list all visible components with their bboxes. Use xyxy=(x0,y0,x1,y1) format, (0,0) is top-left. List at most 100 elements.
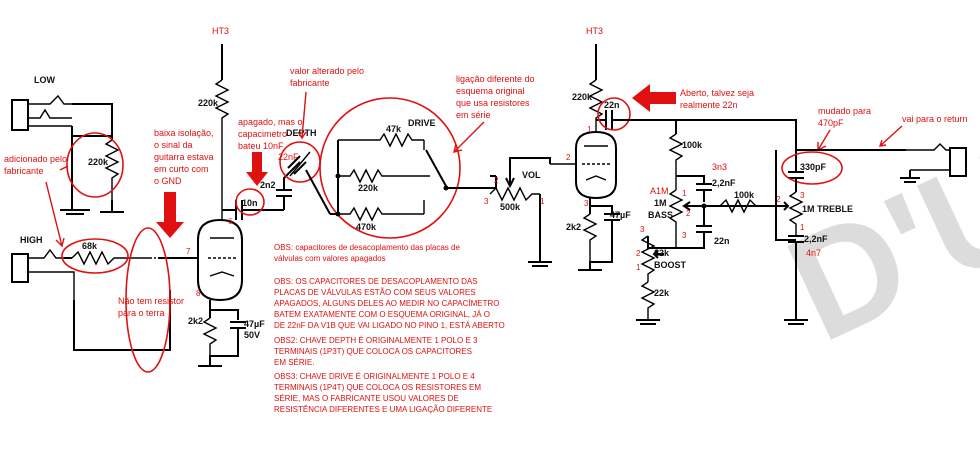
note-low-iso-4: em curto com xyxy=(154,164,209,174)
low-label: LOW xyxy=(34,75,55,85)
highlight-220k xyxy=(66,132,124,198)
note-added-by-maker-2: fabricante xyxy=(4,166,44,176)
ht3-right-label: HT3 xyxy=(586,26,603,36)
bass-pin-3: 3 xyxy=(682,231,687,240)
c-10n-label: 10n xyxy=(242,198,258,208)
drive-switch-icon xyxy=(423,140,449,214)
treble-pin-2: 2 xyxy=(776,195,781,204)
highlight-drive xyxy=(319,97,461,239)
pot-1m-treble-icon xyxy=(780,191,804,236)
highlight-10n xyxy=(235,188,265,216)
r-100k-b-label: 100k xyxy=(734,190,755,200)
highlight-68k xyxy=(61,238,129,274)
resistor-100k-a xyxy=(668,133,684,190)
note-added-by-maker-1: adicionado pelo xyxy=(4,154,67,164)
high-jack-icon xyxy=(11,248,75,300)
big-arrow-down-mid xyxy=(246,152,268,186)
note-obs3-2: TERMINAIS (1P4T) QUE COLOCA OS RESISTORE… xyxy=(274,383,481,392)
r-220k-a-label: 220k xyxy=(198,98,219,108)
note-obs1-2: PLACAS DE VÁLVULAS ESTÃO COM SEUS VALORE… xyxy=(274,288,476,297)
vol-pin-2: 2 xyxy=(494,176,499,185)
treble-pin-1: 1 xyxy=(800,223,805,232)
c-22nf-label: 22nF xyxy=(278,152,299,162)
note-obs2-1: OBS2: CHAVE DEPTH É ORIGINALMENTE 1 POLO… xyxy=(274,336,478,345)
pin-7: 7 xyxy=(186,247,191,256)
resistor-2k2-a xyxy=(202,317,218,356)
pin-6: 6 xyxy=(228,217,233,226)
ht3-left-label: HT3 xyxy=(212,26,229,36)
highlight-330pf xyxy=(781,151,843,185)
r-2k2-a-label: 2k2 xyxy=(188,316,203,326)
big-arrow-down-left xyxy=(156,192,184,238)
depth-label: DEPTH xyxy=(286,128,317,138)
p-1m-bass-label: 1M xyxy=(654,198,667,208)
note-to470-2: 470pF xyxy=(818,118,844,128)
pot-22k-boost-icon xyxy=(640,235,664,282)
note-low-iso-3: guitarra estava xyxy=(154,152,214,162)
resistor-22k xyxy=(640,281,656,320)
pin-3: 3 xyxy=(584,199,589,208)
drive-label: DRIVE xyxy=(408,118,436,128)
note-diff-3: que usa resistores xyxy=(456,98,530,108)
c-47uf-b-label: 47µF xyxy=(610,210,631,220)
tube-v1-icon xyxy=(190,218,243,302)
note-low-iso-5: o GND xyxy=(154,176,182,186)
note-obs0-2: válvulas com valores apagados xyxy=(274,254,386,263)
highlight-gnd-path xyxy=(125,227,171,373)
v1b-section: HT3 220k 22n Aberto, talvez seja realmen… xyxy=(550,26,754,271)
boost-pin-2: 2 xyxy=(636,249,641,258)
note-obs3-3: SÉRIE, MAS O FABRICANTE USOU VALORES DE xyxy=(274,394,459,403)
resistor-220k-b xyxy=(338,168,424,184)
note-erased-2: capacimetro xyxy=(238,129,287,139)
resistor-47k xyxy=(338,132,424,148)
note-diff-4: em série xyxy=(456,110,491,120)
tube-v1b-icon xyxy=(550,130,617,200)
note-obs2-2: TERMINAIS (1P3T) QUE COLOCA OS CAPACITOR… xyxy=(274,347,472,356)
note-diff-2: esquema original xyxy=(456,86,525,96)
note-obs0-1: OBS: capacitores de desacoplamento das p… xyxy=(274,243,460,252)
a1m-label: A1M xyxy=(650,186,669,196)
resistor-68k xyxy=(71,250,150,266)
note-obs1-5: DE 22nF DA V1B QUE VAI LIGADO NO PINO 1,… xyxy=(274,321,505,330)
r-100k-a-label: 100k xyxy=(682,140,703,150)
note-obs3-1: OBS3: CHAVE DRIVE É ORIGINALMENTE 1 POLO… xyxy=(274,372,475,381)
c-2-2nf-b-label: 2,2nF xyxy=(804,234,828,244)
note-erased-1: apagado, mas o xyxy=(238,117,303,127)
pin-2: 2 xyxy=(566,153,571,162)
return-jack-icon xyxy=(906,143,967,177)
note-low-iso-2: o sinal da xyxy=(154,140,193,150)
arrow-to-drive xyxy=(453,121,485,153)
c-47uf-a-label: 47µF xyxy=(244,319,265,329)
note-open-2: realmente 22n xyxy=(680,100,738,110)
note-diff-1: ligação diferente do xyxy=(456,74,535,84)
note-erased-3: bateu 10nF xyxy=(238,141,284,151)
pot-500k-icon xyxy=(489,162,540,202)
c-2n2-label: 2n2 xyxy=(260,180,276,190)
note-obs2-3: EM SÉRIE. xyxy=(274,358,314,367)
note-obs1-1: OBS: OS CAPACITORES DE DESACOPLAMENTO DA… xyxy=(274,277,478,286)
note-open-1: Aberto, talvez seja xyxy=(680,88,754,98)
boost-label: BOOST xyxy=(654,260,687,270)
cap-22n-a-icon xyxy=(605,110,613,130)
note-obs1-3: APAGADOS, ALGUNS DELES AO MEDIR NO CAPAC… xyxy=(274,299,500,308)
note-obs3-4: RESISTÊNCIA DIFERENTES E UMA LIGAÇÃO DIF… xyxy=(274,405,492,414)
boost-pin-1: 1 xyxy=(636,263,641,272)
note-no-res-1: Não tem resistor xyxy=(118,296,184,306)
volume-section: VOL 500k 2 3 1 xyxy=(484,157,552,267)
v-4n7-label: 4n7 xyxy=(806,248,821,258)
note-to470-1: mudado para xyxy=(818,106,871,116)
r-47k-label: 47k xyxy=(386,124,402,134)
big-arrow-left xyxy=(632,84,676,112)
note-return: vai para o return xyxy=(902,114,968,124)
vol-pin-3: 3 xyxy=(484,197,489,206)
note-no-res-2: para o terra xyxy=(118,308,165,318)
c-22n-a-label: 22n xyxy=(604,100,620,110)
vol-pin-1: 1 xyxy=(540,197,545,206)
arrow-to-330pf xyxy=(817,129,831,152)
r-22k-label: 22k xyxy=(654,288,670,298)
c-330pf-label: 330pF xyxy=(800,162,827,172)
depth-switch-cap-icon xyxy=(287,151,311,177)
arrow-to-220k xyxy=(59,165,69,171)
v-50v-label: 50V xyxy=(244,330,260,340)
